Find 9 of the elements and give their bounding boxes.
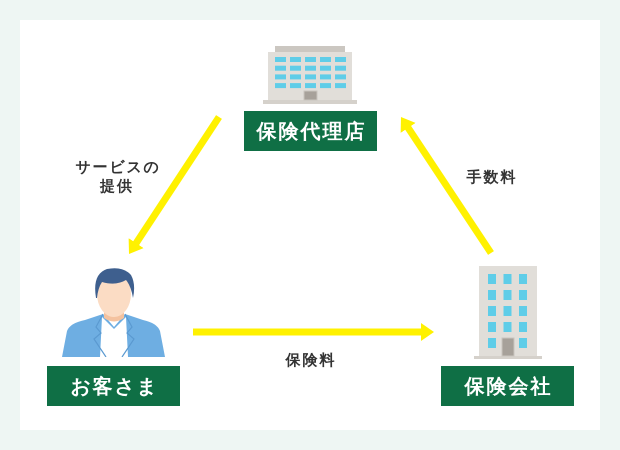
label-box: 保険代理店	[244, 111, 377, 151]
edge-label: 保険料	[284, 351, 338, 370]
label-box: 保険会社	[441, 366, 574, 406]
arrow	[193, 323, 434, 341]
edge-label: サービスの提供	[74, 158, 162, 196]
label-box: お客さま	[47, 366, 180, 406]
edge-label: 手数料	[466, 168, 518, 187]
arrow	[128, 115, 222, 254]
arrow	[400, 117, 494, 255]
